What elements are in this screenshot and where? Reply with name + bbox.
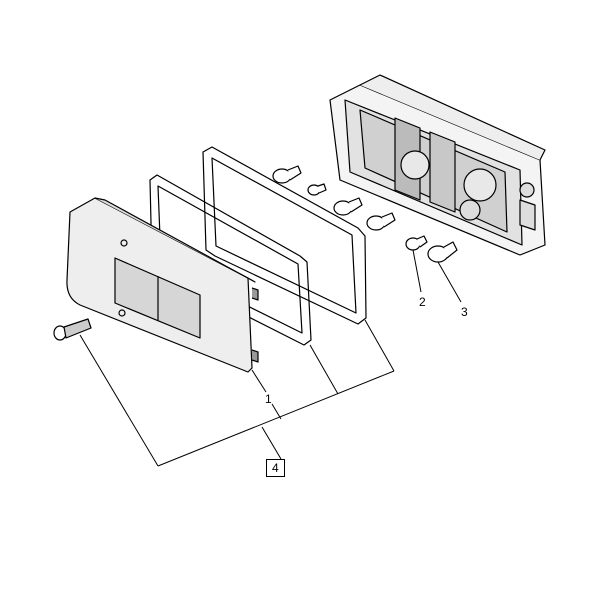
callout-3: 3 <box>461 305 468 319</box>
callout-1: 1 <box>265 392 272 406</box>
bulb-icon <box>272 165 302 184</box>
lamp-housing <box>329 74 546 256</box>
lens <box>66 197 259 373</box>
bulb-icon <box>307 183 327 196</box>
bulbs <box>272 165 458 263</box>
leader-lines <box>79 249 462 467</box>
screw <box>53 318 92 341</box>
bulb-icon <box>427 241 458 263</box>
bulb-icon <box>366 212 396 231</box>
bulb-icon <box>405 235 428 251</box>
bulb-icon <box>333 197 363 216</box>
callout-4-boxed: 4 <box>266 459 285 477</box>
callout-2: 2 <box>419 295 426 309</box>
outer-gasket <box>202 146 367 325</box>
